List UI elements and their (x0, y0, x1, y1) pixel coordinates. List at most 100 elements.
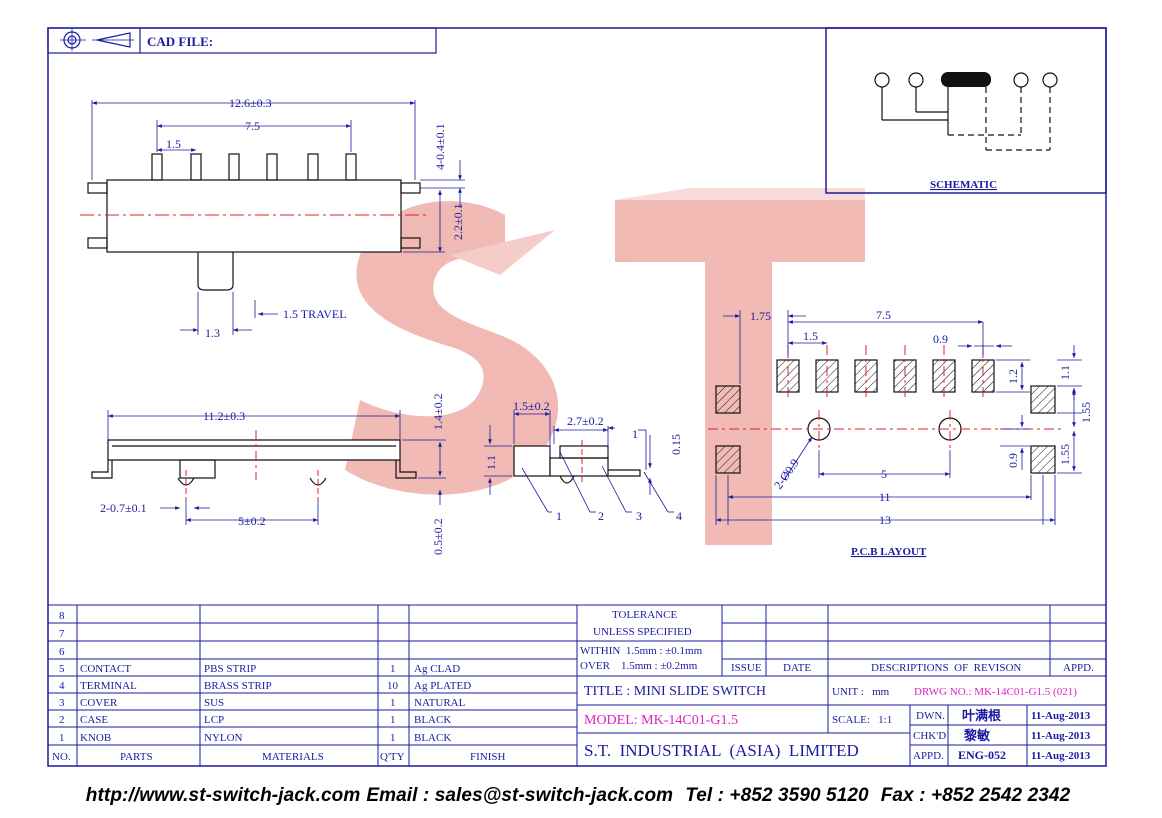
dim-0.15: 0.15 (669, 434, 683, 455)
bom-row-1-finish: BLACK (414, 732, 451, 744)
pcb-hole-dim: 2-Ø0.9 (771, 456, 802, 492)
model-number: MODEL: MK-14C01-G1.5 (584, 713, 738, 728)
bom-row-4-part: TERMINAL (80, 680, 137, 692)
appd-header: APPD. (1063, 662, 1094, 674)
drawing-number: DRWG NO.: MK-14C01-G1.5 (021) (914, 686, 1077, 698)
bom-row-8-no: 8 (59, 610, 65, 622)
dim-4-0.4: 4-0.4±0.1 (433, 123, 447, 170)
dwn-date: 11-Aug-2013 (1031, 710, 1091, 722)
bom-row-3-qty: 1 (390, 697, 396, 709)
pcb-dim-1.1: 1.1 (1058, 365, 1072, 380)
pcb-dim-1.75: 1.75 (750, 309, 771, 323)
revision-desc-header: DESCRIPTIONS OF REVISON (871, 662, 1021, 674)
drawing-title: TITLE : MINI SLIDE SWITCH (584, 684, 766, 699)
chkd-name: 黎敏 (964, 728, 991, 743)
end-view-dims (484, 410, 674, 513)
pcb-dim-5: 5 (881, 467, 887, 481)
pcb-layout-label: P.C.B LAYOUT (851, 546, 927, 558)
cad-header: CAD FILE: (47, 27, 437, 54)
bom-header-no: NO. (52, 751, 71, 763)
company-name: S.T. INDUSTRIAL (ASIA) LIMITED (584, 741, 859, 760)
bom-row-5-qty: 1 (390, 663, 396, 675)
side-view-dims (107, 410, 446, 525)
pcb-dim-0.9-v: 0.9 (1006, 453, 1020, 468)
bom-row-1-part: KNOB (80, 732, 111, 744)
pcb-dim-0.9: 0.9 (933, 332, 948, 346)
terminal-circle (874, 72, 890, 88)
fax-text: Fax : +852 2542 2342 (880, 785, 1071, 806)
dim-1.5: 1.5 (166, 137, 181, 151)
pcb-dim-1.2: 1.2 (1006, 369, 1020, 384)
issue-header: ISSUE (731, 662, 762, 674)
contact-footer: http://www.st-switch-jack.com Email : sa… (0, 778, 1162, 814)
chkd-date: 11-Aug-2013 (1031, 730, 1091, 742)
bom-table (47, 604, 578, 767)
bom-row-1-material: NYLON (204, 732, 243, 744)
chkd-label: CHK'D (913, 730, 946, 742)
website-link[interactable]: http://www.st-switch-jack.com (85, 785, 361, 806)
pad (1030, 445, 1056, 474)
dim-1.3: 1.3 (205, 326, 220, 340)
front-view-labels: 12.6±0.3 7.5 1.5 4-0.4±0.1 2.2±0.1 1.3 1… (166, 96, 465, 340)
tel-text: Tel : +852 3590 5120 (685, 785, 869, 806)
front-view (80, 153, 428, 291)
pcb-dim-1.5: 1.5 (803, 329, 818, 343)
dim-1: 1 (632, 427, 638, 441)
within-tolerance: WITHIN 1.5mm : ±0.1mm (580, 645, 703, 657)
appd-name: ENG-052 (958, 748, 1006, 762)
dim-0.7: 2-0.7±0.1 (100, 501, 147, 515)
slider-contact (941, 72, 991, 87)
schematic-panel: SCHEMATIC (825, 27, 1107, 194)
appd-label: APPD. (913, 750, 944, 762)
unit-label: UNIT : mm (832, 686, 890, 698)
dim-1.5-end: 1.5±0.2 (513, 399, 550, 413)
pcb-dim-1.55-b: 1.55 (1058, 444, 1072, 465)
title-block-text: TOLERANCE UNLESS SPECIFIED WITHIN 1.5mm … (580, 609, 1094, 762)
projection-symbol-icon (60, 29, 134, 51)
bom-header-parts: PARTS (120, 751, 153, 763)
front-view-dims (91, 100, 465, 335)
dim-1.1-end: 1.1 (484, 455, 498, 470)
dim-7.5: 7.5 (245, 119, 260, 133)
callout-3: 3 (636, 509, 642, 523)
dim-2.7: 2.7±0.2 (567, 414, 604, 428)
appd-date: 11-Aug-2013 (1031, 750, 1091, 762)
pad (1030, 385, 1056, 414)
dwn-label: DWN. (916, 710, 945, 722)
pad (715, 385, 741, 414)
bom-header-qty: Q'TY (380, 751, 405, 763)
dwn-name: 叶满根 (962, 708, 1002, 723)
over-tolerance: OVER 1.5mm : ±0.2mm (580, 660, 698, 672)
dim-2.2: 2.2±0.1 (451, 203, 465, 240)
email-text[interactable]: Email : sales@st-switch-jack.com (366, 785, 674, 806)
bom-row-3-finish: NATURAL (414, 697, 466, 709)
terminal-circle (1013, 72, 1029, 88)
terminal-circle (908, 72, 924, 88)
dim-1.4: 1.4±0.2 (431, 393, 445, 430)
terminal-circle (1042, 72, 1058, 88)
dim-11.2: 11.2±0.3 (203, 409, 245, 423)
bom-row-4-material: BRASS STRIP (204, 680, 272, 692)
dim-12.6: 12.6±0.3 (229, 96, 272, 110)
bom-row-3-part: COVER (80, 697, 118, 709)
tolerance-label: TOLERANCE (612, 609, 677, 621)
pcb-layout: 1.75 7.5 1.5 0.9 1.2 1.1 1.55 1.55 0.9 2… (708, 308, 1093, 558)
pcb-dim-13: 13 (879, 513, 891, 527)
bom-row-2-no: 2 (59, 714, 65, 726)
bom-row-1-qty: 1 (390, 732, 396, 744)
dim-travel: 1.5 TRAVEL (283, 307, 347, 321)
bom-row-2-qty: 1 (390, 714, 396, 726)
bom-row-4-qty: 10 (387, 680, 399, 692)
cad-file-label: CAD FILE: (147, 34, 213, 49)
bom-row-1-no: 1 (59, 732, 65, 744)
bom-header-finish: FINISH (470, 751, 506, 763)
dim-5: 5±0.2 (238, 514, 266, 528)
pad (715, 445, 741, 474)
pcb-dim-11: 11 (879, 490, 891, 504)
bom-row-2-material: LCP (204, 714, 224, 726)
date-header: DATE (783, 662, 811, 674)
callout-4: 4 (676, 509, 682, 523)
bom-row-5-finish: Ag CLAD (414, 663, 460, 675)
dim-0.5: 0.5±0.2 (431, 518, 445, 555)
